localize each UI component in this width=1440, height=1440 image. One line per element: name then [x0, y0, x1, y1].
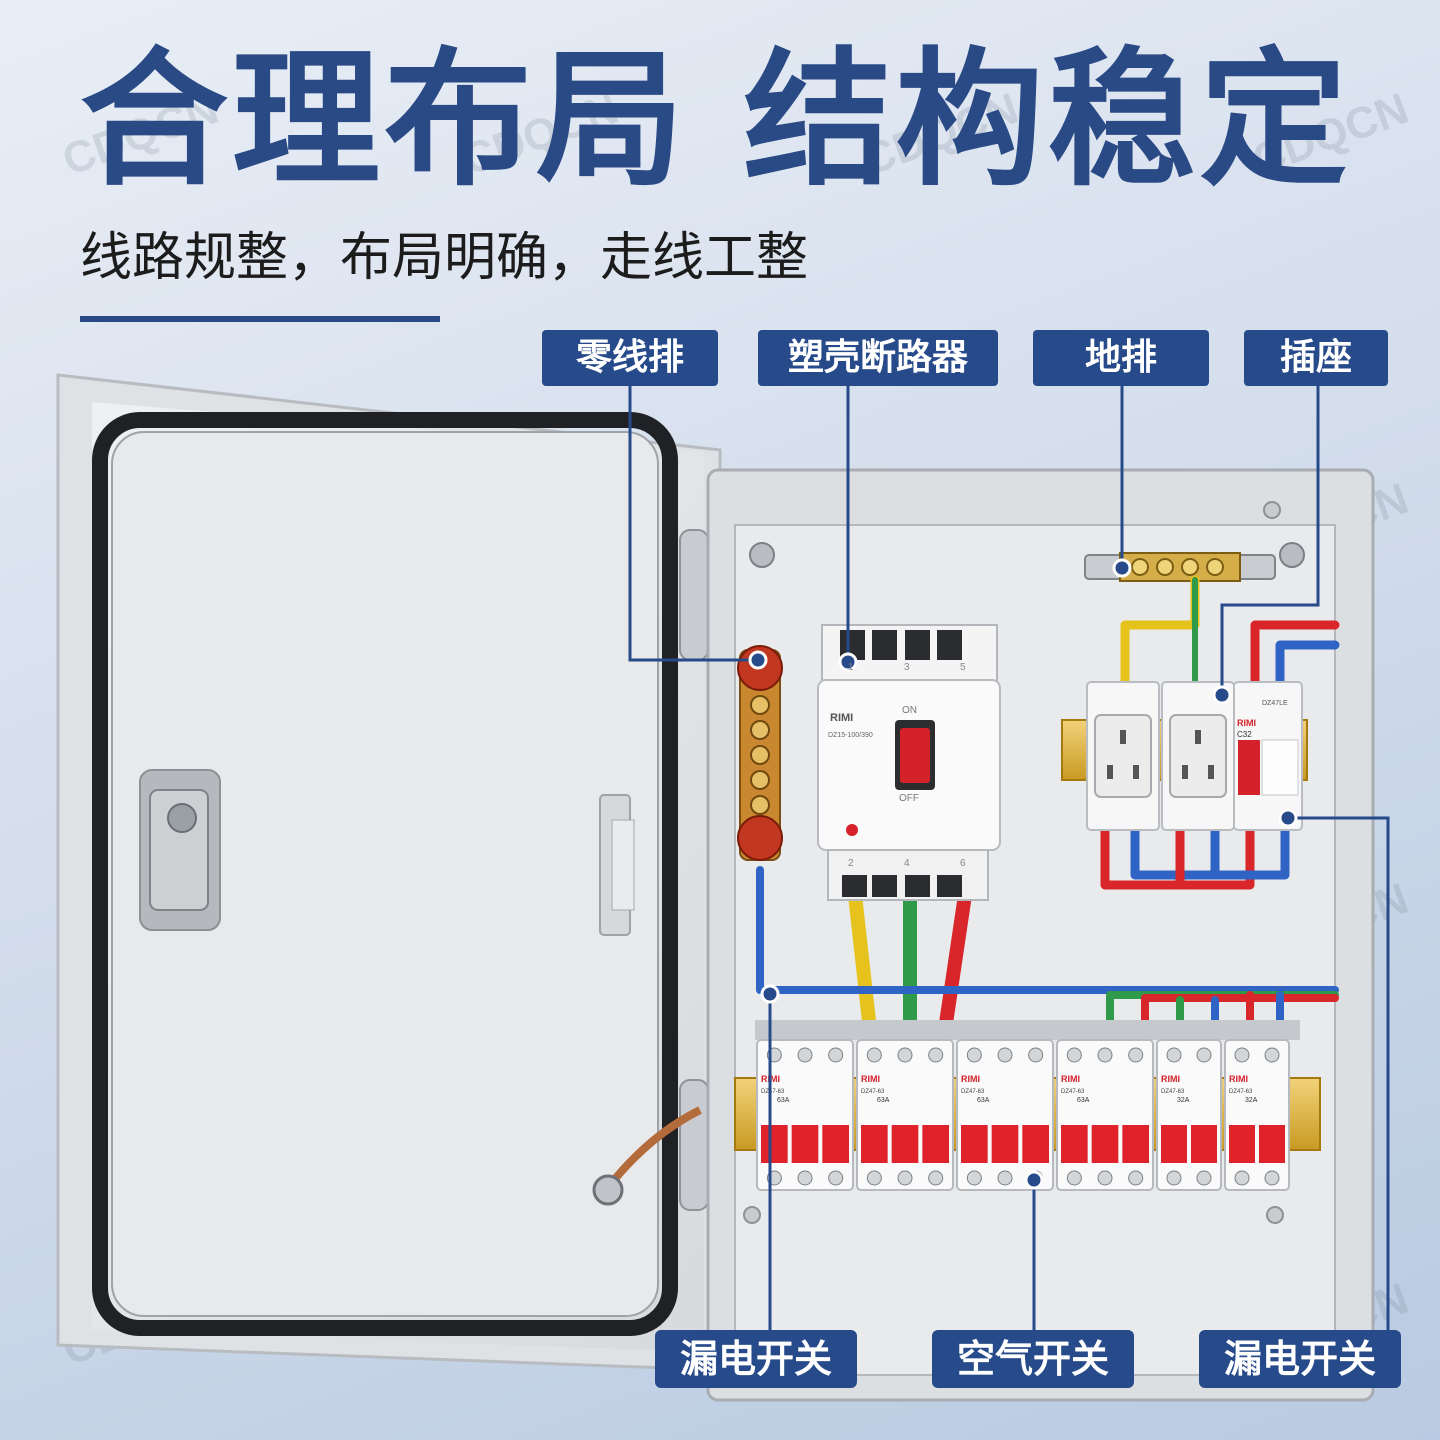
- callout-mccb: 塑壳断路器: [758, 330, 998, 386]
- mcb-lever: [1191, 1125, 1217, 1163]
- mcb-brand: RIMI: [1161, 1074, 1180, 1084]
- wiring: [756, 575, 1340, 1044]
- mcb-lever: [761, 1125, 788, 1163]
- mccb-on-label: ON: [902, 705, 917, 716]
- callout-socket: 插座: [1244, 330, 1388, 386]
- mcb-breaker: RIMI DZ47-63 63A: [1056, 1039, 1154, 1191]
- mcb-lever: [991, 1125, 1019, 1163]
- mccb-terminal-bottom-4: 4: [904, 858, 910, 869]
- mounting-screw: [749, 542, 775, 568]
- mcb-lever: [891, 1125, 919, 1163]
- ground-braid: [606, 1106, 702, 1188]
- callout-rcd-right: 漏电开关: [1199, 1330, 1401, 1388]
- mcb-breaker: RIMI DZ47-63 63A: [956, 1039, 1054, 1191]
- headline: 合理布局 结构稳定: [80, 34, 1352, 206]
- mcb-lever: [1061, 1125, 1088, 1163]
- ground-bar: [1084, 552, 1276, 582]
- mcb-breaker: RIMI DZ47-63 63A: [856, 1039, 954, 1191]
- cabinet-door: [56, 373, 722, 1372]
- mccb-off-label: OFF: [899, 793, 919, 804]
- mcb-model: DZ47-63: [1061, 1089, 1085, 1095]
- mcb-lever: [791, 1125, 819, 1163]
- door-latch: [139, 769, 221, 931]
- mccb-terminal-top-5: 5: [960, 662, 966, 673]
- mccb-terminal-top-1: 1: [848, 662, 854, 673]
- hinge: [679, 529, 709, 661]
- mcb-brand: RIMI: [1229, 1074, 1248, 1084]
- mcb-lever: [1229, 1125, 1255, 1163]
- hinge: [679, 1079, 709, 1211]
- callout-air-switch: 空气开关: [932, 1330, 1134, 1388]
- mounting-screw: [1279, 542, 1305, 568]
- mcb-rating: 32A: [1177, 1097, 1190, 1104]
- mcb-lever: [1022, 1125, 1049, 1163]
- callout-ground-bar: 地排: [1033, 330, 1209, 386]
- mcb-model: DZ47-63: [1161, 1089, 1185, 1095]
- neutral-bar: [737, 645, 783, 861]
- mccb-terminal-top-3: 3: [904, 662, 910, 673]
- mcb-rating: 63A: [977, 1097, 990, 1104]
- mcb-lever: [1161, 1125, 1187, 1163]
- mcb-rating: 63A: [877, 1097, 890, 1104]
- mcb-model: DZ47-63: [761, 1089, 785, 1095]
- mcb-model: DZ47-63: [961, 1089, 985, 1095]
- mcb-brand: RIMI: [861, 1074, 880, 1084]
- socket-module: [1086, 681, 1235, 831]
- mcb-lever: [1259, 1125, 1285, 1163]
- mcb-lever: [861, 1125, 888, 1163]
- mcb-model: DZ47-63: [1229, 1089, 1253, 1095]
- cabinet-body: [706, 468, 1375, 1402]
- door-bracket: [599, 794, 635, 936]
- mcb-breaker: RIMI DZ47-63 32A: [1156, 1039, 1222, 1191]
- mcb-lever: [822, 1125, 849, 1163]
- mcb-rating: 63A: [777, 1097, 790, 1104]
- mcb-lever: [922, 1125, 949, 1163]
- rcd-upper: [1233, 681, 1303, 831]
- mcb-breaker: RIMI DZ47-63 32A: [1224, 1039, 1290, 1191]
- rcd-model: DZ47LE: [1262, 700, 1288, 707]
- mcb-brand: RIMI: [961, 1074, 980, 1084]
- callout-dots: [748, 558, 1298, 1190]
- mcb-brand: RIMI: [1061, 1074, 1080, 1084]
- mcb-row: RIMI DZ47-63 63A RIMI DZ47-63 63A RIMI DZ47-63 6…: [756, 1039, 1290, 1191]
- mccb-terminal-bottom-6: 6: [960, 858, 966, 869]
- mccb-toggle: [900, 728, 930, 783]
- mcb-lever: [1091, 1125, 1119, 1163]
- rcd-brand: RIMI: [1237, 718, 1256, 728]
- mcb-rating: 32A: [1245, 1097, 1258, 1104]
- rcd-rating: C32: [1237, 730, 1252, 739]
- mcb-model: DZ47-63: [861, 1089, 885, 1095]
- title-underline: [80, 316, 440, 322]
- mccb-brand: RIMI: [830, 712, 854, 724]
- mccb-model: DZ15-100/390: [828, 732, 873, 739]
- mcb-rating: 63A: [1077, 1097, 1090, 1104]
- mcb-lever: [1122, 1125, 1149, 1163]
- door-gasket: [92, 412, 678, 1336]
- mcb-lever: [961, 1125, 988, 1163]
- callout-rcd-left: 漏电开关: [655, 1330, 857, 1388]
- subtitle: 线路规整，布局明确，走线工整: [80, 228, 809, 288]
- callout-neutral-bar: 零线排: [542, 330, 718, 386]
- callout-leaders: [628, 386, 1390, 1336]
- mccb-terminal-bottom-2: 2: [848, 858, 854, 869]
- mccb: [817, 624, 1001, 901]
